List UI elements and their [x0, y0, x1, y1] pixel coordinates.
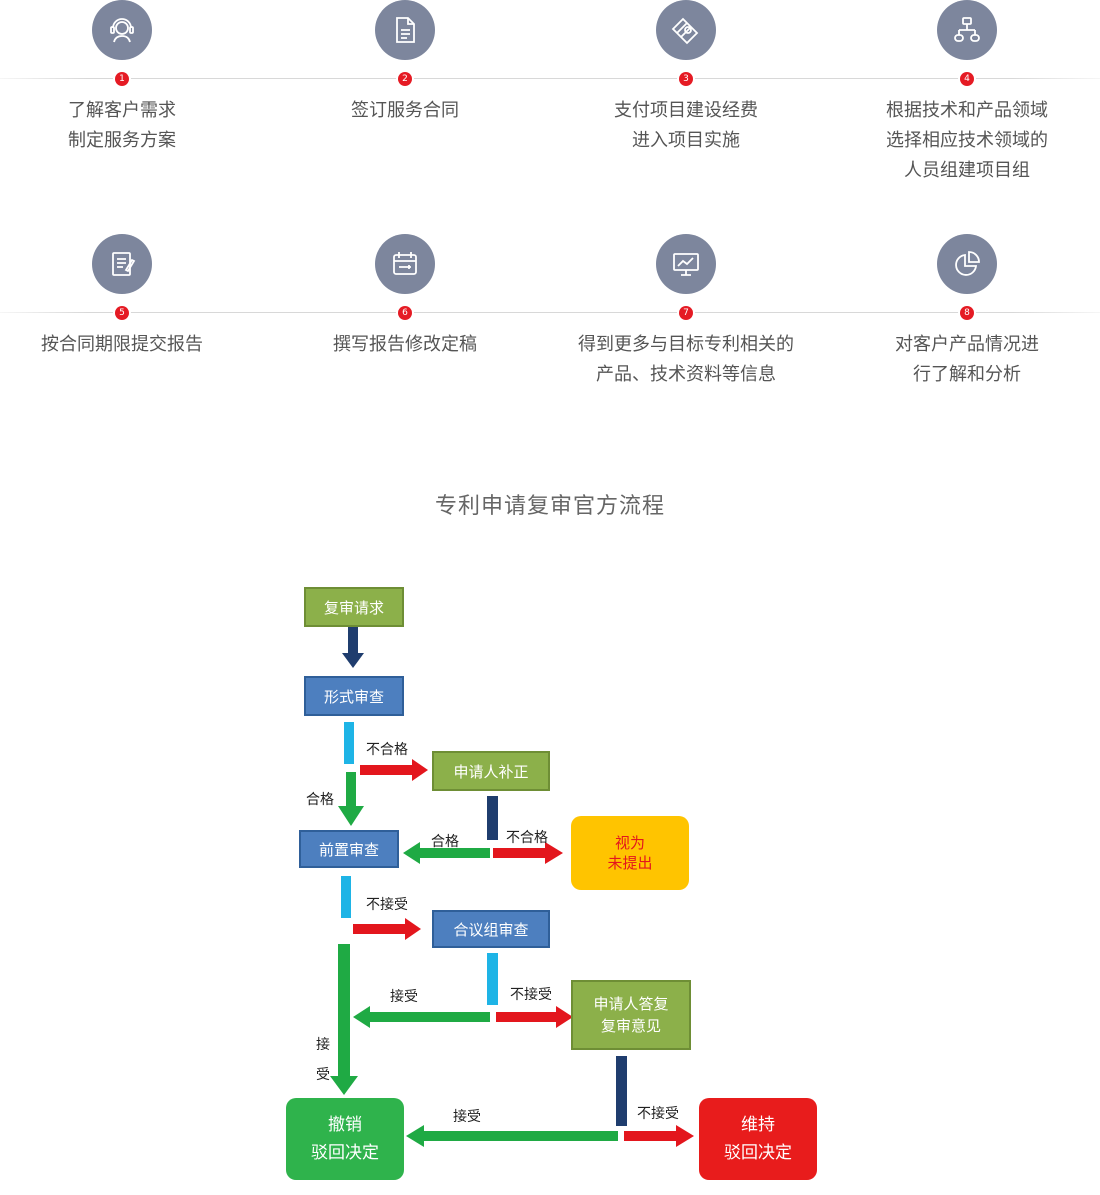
monitor-chart-icon: [656, 234, 716, 294]
step-7: 7 得到更多与目标专利相关的 产品、技术资料等信息: [556, 234, 816, 390]
node-applicant-correction: 申请人补正: [432, 751, 550, 791]
step-description: 得到更多与目标专利相关的 产品、技术资料等信息: [578, 334, 794, 385]
bar-formal-exam: [344, 722, 354, 764]
step-number: 3: [679, 72, 693, 86]
node-maintain: 维持 驳回决定: [699, 1098, 817, 1180]
arrow-correction-pass: [403, 842, 490, 864]
step-5: 5 按合同期限提交报告: [0, 234, 252, 360]
bar-pre-exam: [341, 876, 351, 918]
bar-correction: [487, 796, 498, 840]
arrow-correction-fail: [493, 842, 563, 864]
label-reject-collegial: 不接受: [510, 987, 552, 1003]
step-number: 1: [115, 72, 129, 86]
label-pass-correction: 合格: [431, 834, 459, 850]
node-deemed-withdrawn: 视为 未提出: [571, 816, 689, 890]
arrow-pass-to-pre-exam: [338, 772, 364, 826]
arrow-reply-accept: [406, 1125, 618, 1147]
step-description: 了解客户需求 制定服务方案: [68, 100, 176, 151]
node-applicant-reply: 申请人答复 复审意见: [571, 980, 691, 1050]
row1-divider: [0, 78, 1100, 79]
bar-collegial-exam: [487, 953, 498, 1005]
arrow-collegial-accept: [353, 1006, 490, 1028]
step-2: 2 签订服务合同: [275, 0, 535, 126]
org-chart-icon: [937, 0, 997, 60]
section-title: 专利申请复审官方流程: [434, 494, 665, 519]
step-description: 对客户产品情况进 行了解和分析: [895, 334, 1039, 385]
step-number: 2: [398, 72, 412, 86]
pie-chart-icon: [937, 234, 997, 294]
label-accept-vertical: 接受: [316, 1037, 330, 1083]
step-1: 1 了解客户需求 制定服务方案: [0, 0, 252, 156]
step-number: 6: [398, 306, 412, 320]
step-number: 4: [960, 72, 974, 86]
label-reject-reply: 不接受: [637, 1106, 679, 1122]
arrow-reply-reject: [624, 1125, 694, 1147]
node-pre-exam: 前置审查: [299, 830, 399, 868]
step-6: 6 撰写报告修改定稿: [275, 234, 535, 360]
step-8: 8 对客户产品情况进 行了解和分析: [837, 234, 1097, 390]
label-pass-formal: 合格: [306, 792, 334, 808]
row2-divider: [0, 312, 1100, 313]
arrow-request-to-formal: [342, 627, 364, 668]
label-reject-pre-exam: 不接受: [366, 897, 408, 913]
step-description: 按合同期限提交报告: [41, 334, 203, 355]
label-accept-collegial: 接受: [390, 989, 418, 1005]
bar-applicant-reply: [616, 1056, 627, 1126]
money-icon: [656, 0, 716, 60]
step-description: 签订服务合同: [351, 100, 459, 121]
document-icon: [375, 0, 435, 60]
step-number: 7: [679, 306, 693, 320]
calendar-edit-icon: [375, 234, 435, 294]
step-4: 4 根据技术和产品领域 选择相应技术领域的 人员组建项目组: [837, 0, 1097, 186]
label-fail-correction: 不合格: [506, 830, 548, 846]
arrow-collegial-reject: [496, 1006, 573, 1028]
report-icon: [92, 234, 152, 294]
node-reexam-request: 复审请求: [304, 587, 404, 627]
step-description: 撰写报告修改定稿: [333, 334, 477, 355]
step-description: 支付项目建设经费 进入项目实施: [614, 100, 758, 151]
step-number: 8: [960, 306, 974, 320]
node-revoke: 撤销 驳回决定: [286, 1098, 404, 1180]
label-fail-formal: 不合格: [366, 742, 408, 758]
arrow-accept-to-revoke: [330, 944, 358, 1095]
node-formal-exam: 形式审查: [304, 676, 404, 716]
arrow-fail-to-correction: [360, 759, 428, 781]
step-3: 3 支付项目建设经费 进入项目实施: [556, 0, 816, 156]
step-number: 5: [115, 306, 129, 320]
headset-icon: [92, 0, 152, 60]
label-accept-reply: 接受: [453, 1109, 481, 1125]
arrow-pre-exam-reject: [353, 918, 421, 940]
step-description: 根据技术和产品领域 选择相应技术领域的 人员组建项目组: [886, 100, 1048, 181]
node-collegial-exam: 合议组审查: [432, 910, 550, 948]
